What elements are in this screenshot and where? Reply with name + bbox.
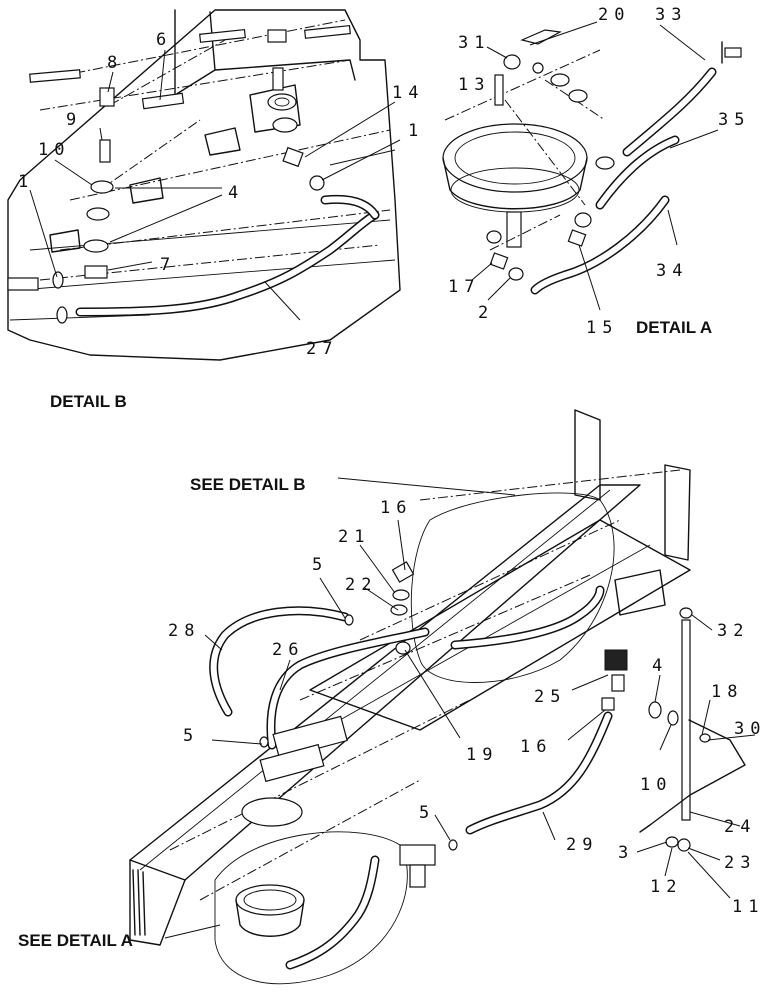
callout-16-top: 16 [380, 498, 412, 518]
detail-a-drawing [442, 21, 742, 311]
callout-24: 24 [724, 817, 756, 837]
callout-16-bottom: 16 [520, 737, 552, 757]
callout-20: 20 [598, 5, 630, 25]
callout-25: 25 [534, 687, 566, 707]
callout-28: 28 [168, 621, 200, 641]
callout-22: 22 [345, 575, 377, 595]
callout-13: 13 [458, 75, 490, 95]
callout-30: 30 [734, 719, 766, 739]
see-detail-b-label: SEE DETAIL B [190, 475, 306, 494]
callout-9: 9 [66, 110, 82, 130]
callout-10-main: 10 [640, 775, 672, 795]
see-detail-a-label: SEE DETAIL A [18, 931, 133, 950]
callout-8: 8 [107, 53, 123, 73]
detail-b-heading: DETAIL B [50, 392, 127, 411]
callout-18: 18 [711, 682, 743, 702]
callout-6: 6 [156, 30, 172, 50]
callout-11: 11 [732, 897, 764, 917]
callout-5-top: 5 [312, 555, 328, 575]
callout-19: 19 [466, 745, 498, 765]
callout-35: 35 [718, 110, 750, 130]
callout-5-left: 5 [183, 726, 199, 746]
callout-17: 17 [448, 277, 480, 297]
callout-4: 4 [228, 183, 244, 203]
callout-1-left: 1 [18, 172, 34, 192]
callout-7: 7 [160, 255, 176, 275]
callout-5-bottom: 5 [419, 803, 435, 823]
callout-32: 32 [717, 621, 749, 641]
callout-31: 31 [458, 33, 490, 53]
callout-15: 15 [586, 318, 618, 338]
callout-1-right: 1 [408, 121, 424, 141]
callout-21: 21 [338, 527, 370, 547]
callout-23: 23 [724, 853, 756, 873]
callout-2: 2 [478, 303, 494, 323]
detail-a-heading: DETAIL A [636, 318, 712, 337]
detail-b-drawing [7, 9, 401, 361]
callout-27: 27 [306, 339, 338, 359]
callout-3: 3 [618, 843, 634, 863]
callout-10: 10 [38, 140, 70, 160]
callout-29: 29 [566, 835, 598, 855]
callout-14: 14 [392, 83, 424, 103]
callout-4-main: 4 [652, 656, 668, 676]
callout-33: 33 [655, 5, 687, 25]
callout-34: 34 [656, 261, 688, 281]
main-assembly-drawing [129, 409, 756, 985]
callout-26: 26 [272, 640, 304, 660]
callout-12: 12 [650, 877, 682, 897]
